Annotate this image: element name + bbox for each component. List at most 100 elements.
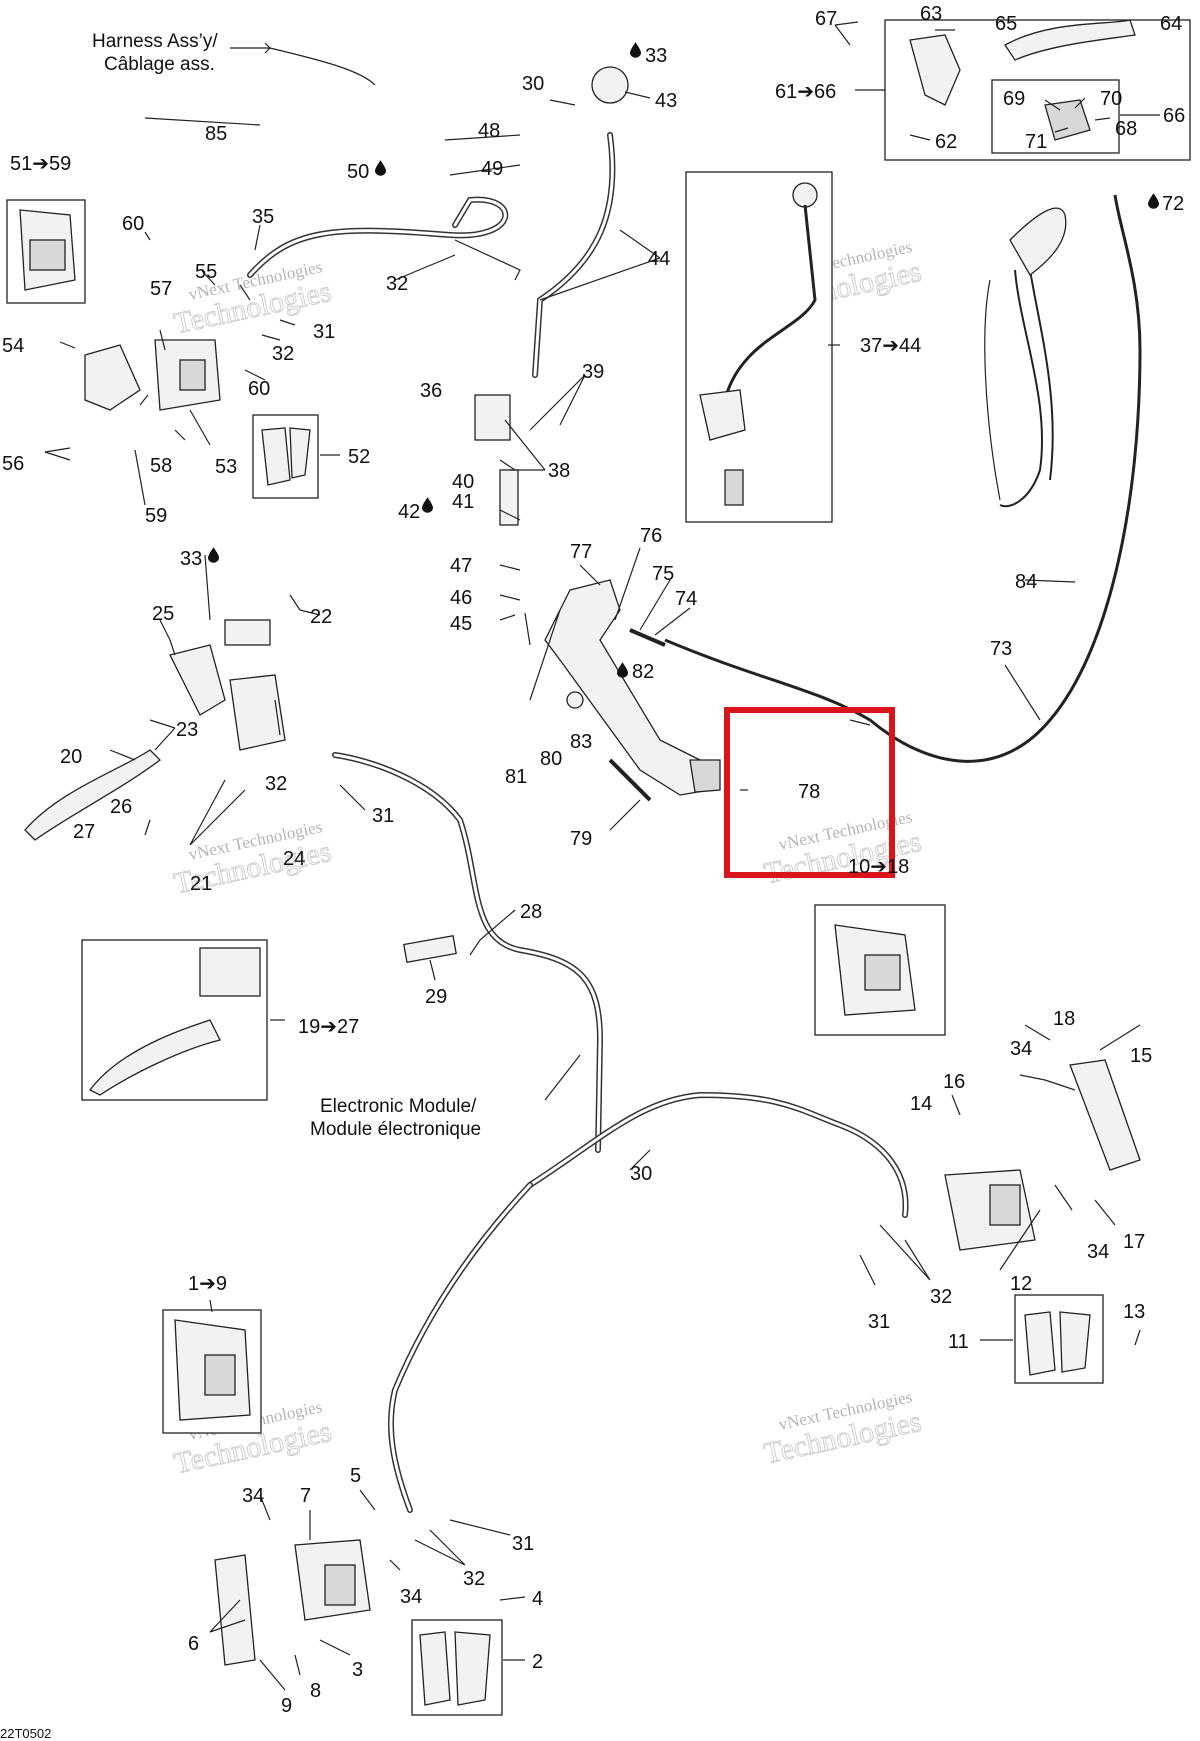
box-caliper-10-18 [814, 904, 946, 1036]
box-master-19-27 [81, 939, 268, 1101]
box-caliper-51-59 [6, 199, 86, 304]
label-2: 2 [532, 1651, 543, 1673]
label-27: 27 [73, 821, 95, 843]
harness-note-line1: Harness Ass’y/ [92, 31, 218, 52]
label-34-right-top: 34 [1010, 1038, 1032, 1060]
label-61-66: 61➔66 [775, 81, 836, 103]
label-71: 71 [1025, 131, 1047, 153]
part-handlebar-grip [984, 207, 1067, 501]
label-30-bottom: 30 [630, 1163, 652, 1185]
label-79: 79 [570, 828, 592, 850]
part-labels: 1➔9 2 3 4 5 6 7 8 9 10➔18 11 12 13 14 15… [2, 3, 1185, 1717]
label-42: 42 [398, 501, 420, 523]
label-25: 25 [152, 603, 174, 625]
box-caliper-1-9 [162, 1309, 262, 1434]
label-47: 47 [450, 555, 472, 577]
label-44: 44 [648, 248, 670, 270]
label-60-mid: 60 [248, 378, 270, 400]
label-51-59: 51➔59 [10, 153, 71, 175]
highlight-box-part-78 [724, 707, 895, 878]
label-48: 48 [478, 120, 500, 142]
label-1-9: 1➔9 [188, 1273, 227, 1295]
label-65: 65 [995, 13, 1017, 35]
part-brake-pedal [544, 579, 721, 796]
label-31-bottom: 31 [512, 1533, 534, 1555]
oil-drop-icon [1148, 193, 1159, 209]
label-37-44: 37➔44 [860, 335, 921, 357]
label-32-mid-left: 32 [265, 773, 287, 795]
part-master-cylinder-left [24, 619, 286, 841]
label-12: 12 [1010, 1273, 1032, 1295]
label-58: 58 [150, 455, 172, 477]
box-pads-11 [1014, 1294, 1104, 1384]
label-54: 54 [2, 335, 24, 357]
label-26: 26 [110, 796, 132, 818]
label-35: 35 [252, 206, 274, 228]
label-13: 13 [1123, 1301, 1145, 1323]
label-52: 52 [348, 446, 370, 468]
oil-drop-icon [375, 160, 386, 176]
label-33-left: 33 [180, 548, 202, 570]
label-76: 76 [640, 525, 662, 547]
label-8: 8 [310, 1680, 321, 1702]
box-pads-52 [252, 414, 319, 499]
label-34-right-bottom: 34 [1087, 1241, 1109, 1263]
label-53: 53 [215, 456, 237, 478]
label-80: 80 [540, 748, 562, 770]
module-note-line1: Electronic Module/ [320, 1096, 477, 1117]
label-67: 67 [815, 8, 837, 30]
label-21: 21 [190, 873, 212, 895]
part-junction-top [474, 66, 629, 526]
label-78: 78 [798, 781, 820, 803]
label-32-top-left: 32 [272, 343, 294, 365]
label-49: 49 [481, 158, 503, 180]
label-23: 23 [176, 719, 198, 741]
label-84: 84 [1015, 571, 1037, 593]
label-45: 45 [450, 613, 472, 635]
label-63: 63 [920, 3, 942, 25]
label-56: 56 [2, 453, 24, 475]
label-3: 3 [352, 1659, 363, 1681]
box-pads-2 [411, 1619, 503, 1716]
label-18: 18 [1053, 1008, 1075, 1030]
label-41: 41 [452, 491, 474, 513]
label-40: 40 [452, 471, 474, 493]
harness-note-line2: Câblage ass. [104, 54, 215, 75]
label-7: 7 [300, 1485, 311, 1507]
label-50: 50 [347, 161, 369, 183]
label-31-top-left: 31 [313, 321, 335, 343]
label-60-top: 60 [122, 213, 144, 235]
box-master-37-44 [685, 171, 833, 523]
label-30-top: 30 [522, 73, 544, 95]
label-59: 59 [145, 505, 167, 527]
label-28: 28 [520, 901, 542, 923]
label-39: 39 [582, 361, 604, 383]
label-9: 9 [281, 1695, 292, 1717]
label-16: 16 [943, 1071, 965, 1093]
label-83: 83 [570, 731, 592, 753]
label-77: 77 [570, 541, 592, 563]
label-20: 20 [60, 746, 82, 768]
part-spring-79 [608, 758, 652, 802]
watermark-low-right: vNext Technologies Technologies [761, 1387, 925, 1471]
label-81: 81 [505, 766, 527, 788]
label-73: 73 [990, 638, 1012, 660]
part-clip-29 [403, 935, 457, 963]
label-32-bottom: 32 [463, 1568, 485, 1590]
part-spring-74 [629, 628, 666, 647]
module-note-line2: Module électronique [310, 1119, 481, 1140]
label-36: 36 [420, 380, 442, 402]
label-4: 4 [532, 1588, 543, 1610]
figure-code: 22T0502 [0, 1726, 51, 1741]
box-lever-61-66 [884, 19, 1191, 161]
oil-drop-icon [630, 42, 641, 58]
label-64: 64 [1160, 13, 1182, 35]
label-11: 11 [948, 1331, 969, 1353]
label-38: 38 [548, 460, 570, 482]
label-33-top: 33 [645, 45, 667, 67]
label-10-18: 10➔18 [848, 856, 909, 878]
label-6: 6 [188, 1633, 199, 1655]
label-57: 57 [150, 278, 172, 300]
label-43: 43 [655, 90, 677, 112]
label-32-top-center: 32 [386, 273, 408, 295]
